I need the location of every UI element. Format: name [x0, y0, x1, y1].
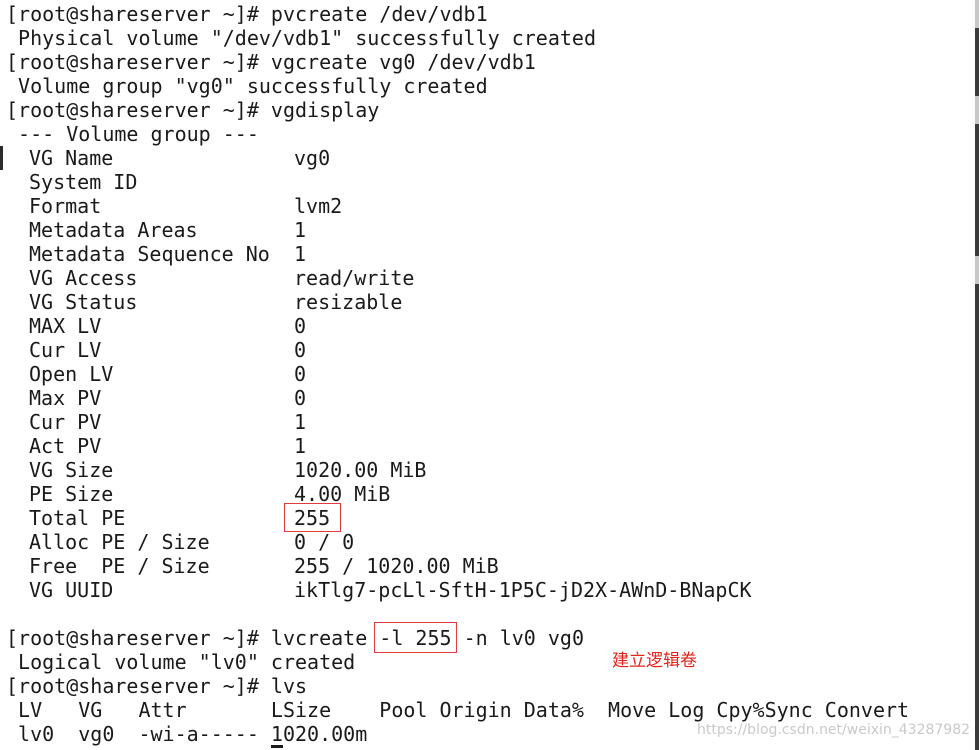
lvs-header: LV VG Attr LSize Pool Origin Data% Move … — [6, 698, 910, 722]
vg-key: Open LV — [29, 362, 114, 386]
vgdisplay-header: --- Volume group --- — [6, 122, 259, 146]
scrollbar[interactable] — [975, 0, 979, 750]
scrollbar-track-segment — [975, 256, 979, 284]
vg-value: 255 / 1020.00 MiB — [294, 554, 499, 578]
vg-key: Total PE — [29, 506, 126, 530]
vg-key: VG UUID — [29, 578, 114, 602]
vg-value: vg0 — [294, 146, 331, 170]
vg-key: MAX LV — [29, 314, 102, 338]
vg-key: VG Size — [29, 458, 114, 482]
vg-key: Cur PV — [29, 410, 102, 434]
vg-value: 1 — [294, 218, 307, 242]
window-edge — [0, 146, 3, 170]
terminal-cursor — [271, 745, 283, 748]
vg-value: 1 — [294, 242, 307, 266]
vg-value: lvm2 — [294, 194, 343, 218]
command-pvcreate: [root@shareserver ~]# pvcreate /dev/vdb1 — [6, 2, 488, 26]
watermark: https://blog.csdn.net/weixin_43287982 — [697, 722, 971, 738]
vg-value: 0 — [294, 386, 307, 410]
annotation-label: 建立逻辑卷 — [612, 651, 697, 671]
lvs-row: lv0 vg0 -wi-a----- 1020.00m — [6, 722, 368, 746]
vg-value: resizable — [294, 290, 403, 314]
vg-value: 0 — [294, 338, 307, 362]
output-lvcreate: Logical volume "lv0" created — [6, 650, 356, 674]
vg-key: System ID — [29, 170, 138, 194]
vg-key: Act PV — [29, 434, 102, 458]
command-vgdisplay: [root@shareserver ~]# vgdisplay — [6, 98, 380, 122]
output-pvcreate: Physical volume "/dev/vdb1" successfully… — [6, 26, 597, 50]
vg-key: PE Size — [29, 482, 114, 506]
command-lvcreate-prefix: [root@shareserver ~]# lvcreate — [6, 626, 380, 650]
vg-value: 0 — [294, 362, 307, 386]
output-vgcreate: Volume group "vg0" successfully created — [6, 74, 488, 98]
vg-value: 0 — [294, 314, 307, 338]
vg-key: Metadata Sequence No — [29, 242, 270, 266]
vg-key: Metadata Areas — [29, 218, 198, 242]
command-lvs: [root@shareserver ~]# lvs — [6, 674, 308, 698]
command-lvcreate-suffix: -n lv0 vg0 — [451, 626, 584, 650]
vg-value: 0 / 0 — [294, 530, 355, 554]
vg-key: VG Access — [29, 266, 138, 290]
total-pe-value: 255 — [294, 506, 331, 530]
command-lvcreate-option: -l 255 — [379, 626, 452, 650]
vg-value: 4.00 MiB — [294, 482, 391, 506]
vg-value: ikTlg7-pcLl-SftH-1P5C-jD2X-AWnD-BNapCK — [294, 578, 752, 602]
vg-key: Max PV — [29, 386, 102, 410]
vg-value: read/write — [294, 266, 415, 290]
vg-key: VG Status — [29, 290, 138, 314]
vg-value: 1 — [294, 434, 307, 458]
scrollbar-track-segment — [975, 0, 979, 28]
vg-key: VG Name — [29, 146, 114, 170]
vg-key: Format — [29, 194, 102, 218]
vg-key: Cur LV — [29, 338, 102, 362]
vg-key: Free PE / Size — [29, 554, 210, 578]
vg-value: 1 — [294, 410, 307, 434]
command-vgcreate: [root@shareserver ~]# vgcreate vg0 /dev/… — [6, 50, 536, 74]
command-lvcreate: [root@shareserver ~]# lvcreate -l 255 -n… — [6, 626, 584, 650]
vg-value: 1020.00 MiB — [294, 458, 427, 482]
scrollbar-track-segment — [975, 96, 979, 124]
vg-key: Alloc PE / Size — [29, 530, 210, 554]
